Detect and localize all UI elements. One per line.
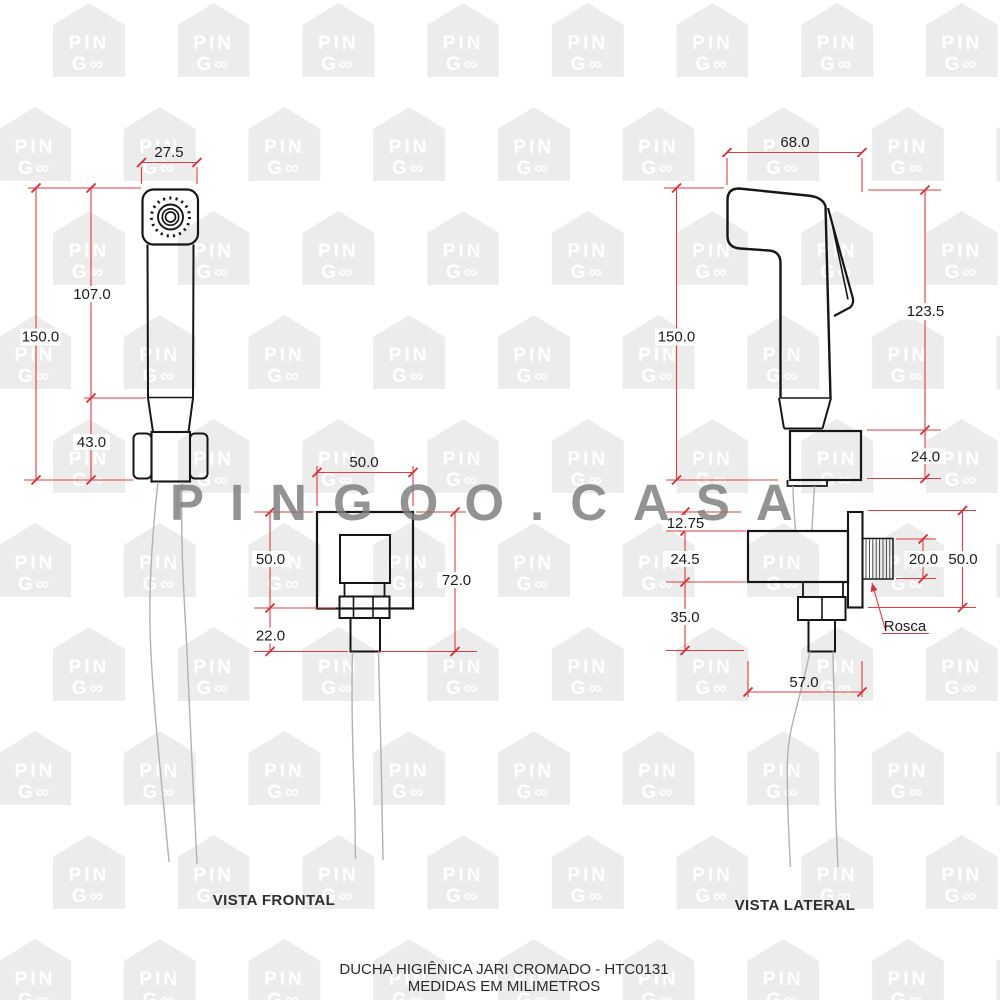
sprayer-taper-side: [778, 397, 832, 430]
dim-frontal-total-height: 150.0: [20, 182, 61, 486]
hose-bracket-front: [351, 651, 384, 861]
bracket-stem-front: [349, 617, 381, 653]
bracket-hex-nut-side: [797, 596, 847, 621]
dim-lateral-upper-height: 123.5: [868, 184, 949, 436]
dim-text-upper-height: 123.5: [907, 303, 945, 320]
frontal-view: 27.5 150.0 107.0 43.0: [20, 144, 209, 865]
dim-text-bracket-total: 72.0: [442, 572, 471, 589]
bracket-valve-body-front: [339, 534, 391, 584]
bracket-flange-side: [846, 510, 864, 609]
bracket-side-view: [746, 510, 894, 653]
hose-side-lower: [786, 651, 839, 868]
dim-bracket-total: 72.0: [378, 506, 477, 657]
thread-label: Rosca: [884, 618, 927, 635]
dim-text-head-width: 27.5: [154, 144, 183, 161]
dim-frontal-lower-height: 43.0: [73, 398, 110, 486]
bracket-plate-front: [315, 510, 415, 610]
dim-text-bracket-width: 50.0: [349, 454, 378, 471]
frontal-extension-lines: [24, 187, 146, 481]
dim-flange-height: 50.0: [868, 505, 983, 613]
dim-text-flange-height: 50.0: [948, 551, 977, 568]
leader-arrowhead: [870, 583, 878, 592]
dim-text-head-depth: 68.0: [780, 134, 809, 151]
dim-text-lower-height: 43.0: [77, 434, 106, 451]
dim-lateral-total-height: 150.0: [655, 182, 778, 486]
dim-lateral-head-depth: 68.0: [721, 134, 868, 192]
dim-text-valve-height: 24.5: [670, 551, 699, 568]
bracket-stem-side: [807, 619, 836, 653]
bracket-valve-body-side: [746, 529, 850, 584]
dim-text-thread-length: 20.0: [909, 551, 938, 568]
dim-bracket-width: 50.0: [311, 454, 419, 506]
hose-side-upper: [792, 485, 816, 531]
dim-text-flange-offset: 12.75: [667, 515, 705, 532]
lateral-view: 68.0 150.0 123.5 24.0: [655, 134, 983, 868]
dim-text-bracket-stem: 22.0: [256, 628, 285, 645]
lateral-view-label: VISTA LATERAL: [735, 897, 856, 914]
thread-pipe: [861, 537, 894, 580]
dim-text-lateral-lower: 35.0: [670, 609, 699, 626]
dim-bracket-stem: 22.0: [252, 608, 348, 657]
sprayer-nut-side: [786, 429, 863, 487]
dim-text-frontal-total: 150.0: [22, 329, 60, 346]
dim-frontal-head-width: 27.5: [136, 144, 203, 184]
dim-lateral-flange-offset: 12.75: [663, 506, 741, 537]
dim-thread-length: 20.0: [896, 533, 943, 584]
bracket-hex-nut-front: [338, 595, 391, 619]
dim-lateral-lower-height: 35.0: [666, 582, 744, 656]
dim-text-total-depth: 57.0: [789, 674, 818, 691]
hose-front: [149, 481, 198, 865]
sprayer-handle-front: [146, 244, 195, 433]
footer-title: DUCHA HIGIÊNICA JARI CROMADO - HTC0131: [339, 961, 668, 978]
sprayer-trigger-side: [826, 207, 855, 317]
dim-lateral-valve-height: 24.5: [663, 530, 746, 588]
bracket-front-view: 50.0 50.0 22.0 72.0: [252, 454, 477, 861]
dim-text-handle-height: 107.0: [73, 286, 111, 303]
sprayer-head-front: [141, 188, 200, 246]
dim-lateral-nut-height: 24.0: [867, 429, 945, 484]
sprayer-head-side: [726, 187, 832, 399]
footer-subtitle: MEDIDAS EM MILIMETROS: [408, 978, 601, 995]
dim-text-bracket-height: 50.0: [256, 551, 285, 568]
frontal-view-label: VISTA FRONTAL: [213, 892, 335, 909]
center-watermark: PINGOO.CASA: [170, 474, 819, 531]
dim-frontal-handle-height: 107.0: [71, 182, 113, 404]
dim-lateral-total-depth: 57.0: [742, 661, 868, 698]
dim-bracket-height: 50.0: [252, 506, 336, 614]
dim-text-lateral-total: 150.0: [658, 329, 696, 346]
nozzle-dotted-ring: [150, 196, 191, 238]
sprayer-nut-front: [132, 430, 209, 483]
dim-text-nut-height: 24.0: [911, 449, 940, 466]
thread-callout: Rosca: [870, 582, 929, 635]
